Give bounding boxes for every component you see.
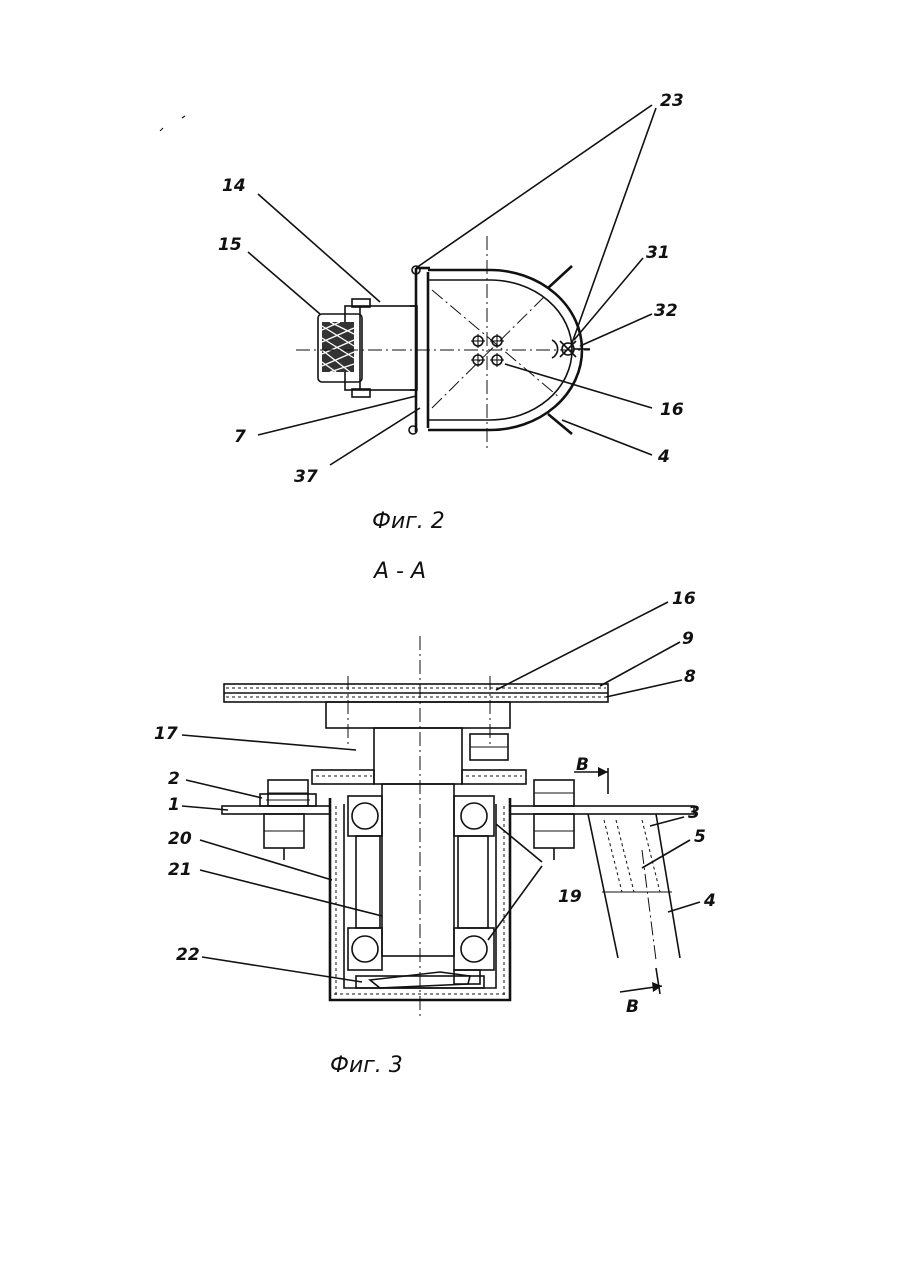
label-17: 17 [154,724,178,744]
figure-2-caption: Фиг. 2 [372,509,445,534]
label-21: 21 [168,860,192,880]
label-19: 19 [558,887,582,907]
label-14: 14 [222,176,246,196]
figure-3-caption: Фиг. 3 [330,1053,403,1078]
label-31: 31 [646,243,670,263]
label-7: 7 [234,427,246,447]
label-5: 5 [694,827,706,847]
figure-3: 16 9 8 17 2 1 20 21 22 19 3 5 4 B B Фиг.… [154,589,716,1078]
label-2: 2 [168,769,180,789]
label-16-fig3: 16 [672,589,696,609]
label-37: 37 [294,467,318,487]
motor-15 [318,299,417,397]
label-3: 3 [688,803,700,823]
pipe-3 [588,814,680,960]
label-15: 15 [218,235,242,255]
label-20: 20 [168,829,192,849]
label-B-bottom: B [626,997,639,1017]
label-B-top: B [576,755,589,775]
disc-plates [224,684,608,702]
label-4: 4 [657,447,670,467]
label-8: 8 [684,667,696,687]
figure-2: 23 14 15 31 32 16 7 37 4 Фиг. 2 [160,91,684,534]
label-32: 32 [654,301,678,321]
label-9: 9 [682,629,694,649]
label-4-fig3: 4 [703,891,716,911]
section-title: A - A [372,559,426,584]
label-23: 23 [660,91,684,111]
label-1: 1 [168,795,180,815]
label-16: 16 [660,400,684,420]
bearings-19 [348,796,494,970]
motor-grille [322,322,354,372]
label-22: 22 [176,945,200,965]
